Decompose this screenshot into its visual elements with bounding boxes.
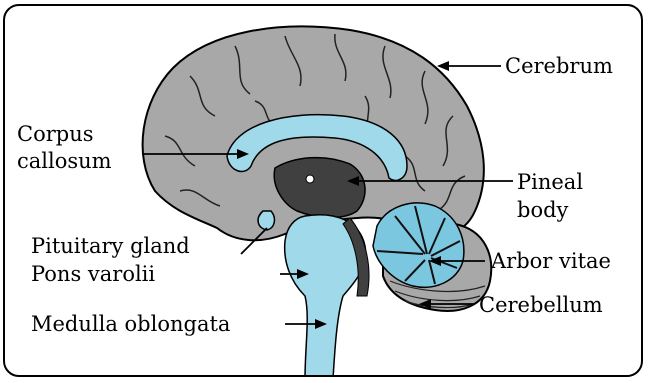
label-arbor-vitae: Arbor vitae bbox=[491, 249, 611, 273]
pineal-body bbox=[306, 175, 314, 183]
label-pineal-body-line1: Pineal bbox=[517, 170, 583, 194]
diagram-frame: Cerebrum Corpus callosum Pineal body Pit… bbox=[3, 4, 643, 377]
label-corpus-callosum-line2: callosum bbox=[17, 149, 112, 173]
label-pituitary-gland: Pituitary gland bbox=[31, 234, 190, 258]
label-cerebrum: Cerebrum bbox=[505, 54, 613, 78]
label-cerebellum: Cerebellum bbox=[479, 293, 603, 317]
label-pons-varolii: Pons varolii bbox=[31, 262, 155, 286]
label-pineal-body-line2: body bbox=[517, 198, 568, 222]
label-medulla-oblongata: Medulla oblongata bbox=[31, 312, 230, 336]
pituitary-gland bbox=[258, 211, 274, 230]
label-corpus-callosum-line1: Corpus bbox=[17, 122, 94, 146]
